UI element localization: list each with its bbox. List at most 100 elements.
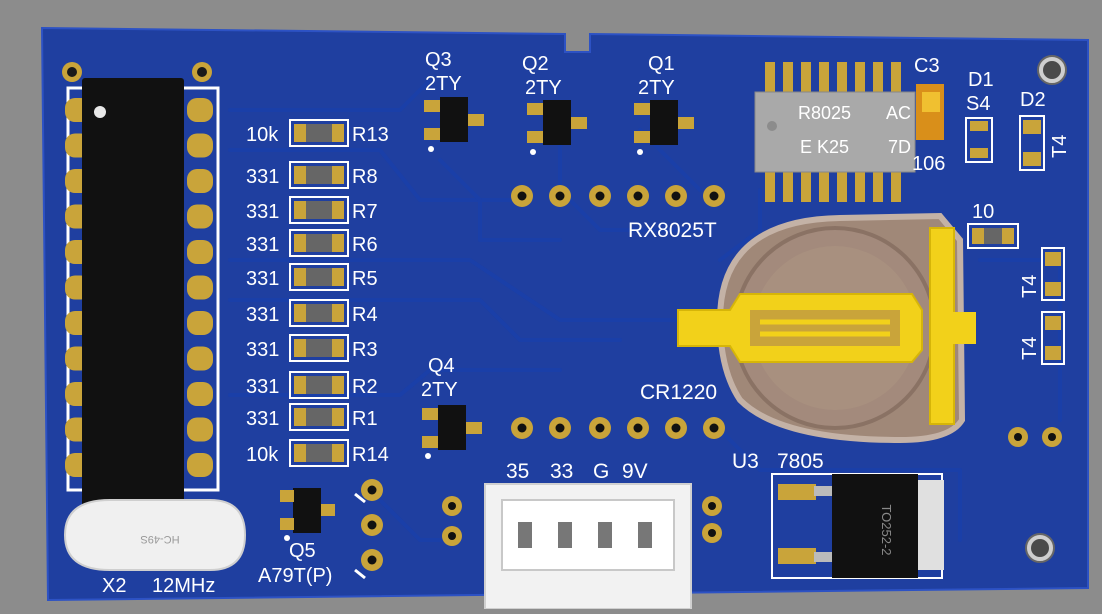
rtc-rx8025t: R8025 AC E K25 7D: [754, 62, 916, 202]
u3-ref: U3: [732, 450, 759, 473]
capacitor-c3: C3 106: [912, 55, 945, 175]
resistor-r6: 331 R6: [246, 229, 378, 257]
connector-label-g: G: [593, 460, 609, 483]
ic-pad: [187, 275, 213, 300]
u3-package: TO252-2: [879, 504, 894, 555]
d2-value: T4: [1049, 135, 1071, 158]
resistor-value: 10k: [246, 444, 279, 466]
resistor-r13: 10k R13: [246, 119, 389, 147]
ic-pad: [187, 240, 213, 264]
resistor-ref: R5: [352, 268, 378, 290]
t4-part-a: T4: [1019, 247, 1065, 301]
t4b-value: T4: [1019, 337, 1041, 360]
connector-labels: 35 33 G 9V: [506, 460, 648, 483]
resistor-ref: R3: [352, 339, 378, 361]
connector-label-9v: 9V: [622, 460, 648, 483]
transistor-q3: Q3 2TY: [424, 49, 484, 152]
ic-pad: [187, 382, 213, 406]
ic-pad: [187, 346, 213, 371]
c3-value: 106: [912, 153, 945, 175]
rtc-label: RX8025T: [628, 219, 717, 242]
right-vias: [442, 427, 1062, 546]
ic-pin1-dot: [94, 106, 106, 118]
q1-value: 2TY: [638, 77, 675, 99]
connector-label-35: 35: [506, 460, 529, 483]
resistor-ref: R13: [352, 124, 389, 146]
rtc-marking-1b: AC: [886, 103, 911, 123]
resistor-ref: R2: [352, 376, 378, 398]
q3-value: 2TY: [425, 73, 462, 95]
c3-ref: C3: [914, 55, 940, 77]
resistor-r4: 331 R4: [246, 299, 378, 327]
resistor-ref: R4: [352, 304, 378, 326]
resistor-ref: R6: [352, 234, 378, 256]
connector-4pin: [484, 483, 692, 610]
resistor-value: 331: [246, 339, 279, 361]
transistor-q2: Q2 2TY: [522, 53, 587, 155]
mounting-holes: [1025, 55, 1067, 563]
resistor-ref: R1: [352, 408, 378, 430]
crystal-ref: X2: [102, 575, 126, 597]
ic-pad: [187, 169, 213, 193]
crystal-x2: HC-49S: [63, 499, 247, 571]
q5-value: A79T(P): [258, 565, 332, 587]
regulator-u3: U3 7805 TO252-2: [732, 450, 944, 579]
transistor-q5: Q5 A79T(P): [258, 488, 335, 587]
resistor-r1: 331 R1: [246, 403, 378, 431]
resistor-r2: 331 R2: [246, 371, 378, 399]
transistor-q1: Q1 2TY: [634, 53, 694, 155]
resistor-value: 331: [246, 408, 279, 430]
crystal-marking: HC-49S: [140, 533, 179, 545]
resistor-ref: R14: [352, 444, 389, 466]
q3-ref: Q3: [425, 49, 452, 71]
header-pins-top: [511, 185, 725, 207]
resistor-value: 331: [246, 304, 279, 326]
diode-d2: D2 T4: [1019, 89, 1071, 171]
u3-value: 7805: [777, 450, 824, 473]
transistor-q4: Q4 2TY: [421, 355, 482, 459]
resistor-value: 331: [246, 376, 279, 398]
d1-value: S4: [966, 93, 990, 115]
ic-pad: [187, 311, 213, 335]
diode-d1: D1 S4: [965, 69, 994, 163]
resistor-value: 331: [246, 201, 279, 223]
battery-holder: [677, 212, 976, 444]
header-pins-left: [354, 479, 383, 580]
ic-pad: [187, 204, 213, 229]
resistor-value: 10k: [246, 124, 279, 146]
resistor-10: 10: [967, 201, 1019, 249]
q4-value: 2TY: [421, 379, 458, 401]
battery-label: CR1220: [640, 381, 717, 404]
resistor-r14: 10k R14: [246, 439, 389, 467]
resistor-r8: 331 R8: [246, 161, 378, 189]
ic-pad: [187, 98, 213, 122]
crystal-value: 12MHz: [152, 575, 215, 597]
rtc-marking-2: E K25: [800, 137, 849, 157]
header-pins-mid: [511, 417, 725, 439]
resistor-value: 331: [246, 166, 279, 188]
r10-value: 10: [972, 201, 994, 223]
resistor-r7: 331 R7: [246, 196, 378, 224]
d1-ref: D1: [968, 69, 994, 91]
resistor-ref: R7: [352, 201, 378, 223]
q1-ref: Q1: [648, 53, 675, 75]
rtc-marking-1: R8025: [798, 103, 851, 123]
resistor-r5: 331 R5: [246, 263, 378, 291]
ic-pad: [187, 417, 213, 442]
resistor-value: 331: [246, 234, 279, 256]
resistor-ref: R8: [352, 166, 378, 188]
resistor-r3: 331 R3: [246, 334, 378, 362]
t4a-value: T4: [1019, 275, 1041, 298]
connector-label-33: 33: [550, 460, 573, 483]
q5-ref: Q5: [289, 540, 316, 562]
d2-ref: D2: [1020, 89, 1046, 111]
q2-value: 2TY: [525, 77, 562, 99]
resistor-value: 331: [246, 268, 279, 290]
t4-part-b: T4: [1019, 311, 1065, 365]
q4-ref: Q4: [428, 355, 455, 377]
q2-ref: Q2: [522, 53, 549, 75]
rtc-marking-2b: 7D: [888, 137, 911, 157]
